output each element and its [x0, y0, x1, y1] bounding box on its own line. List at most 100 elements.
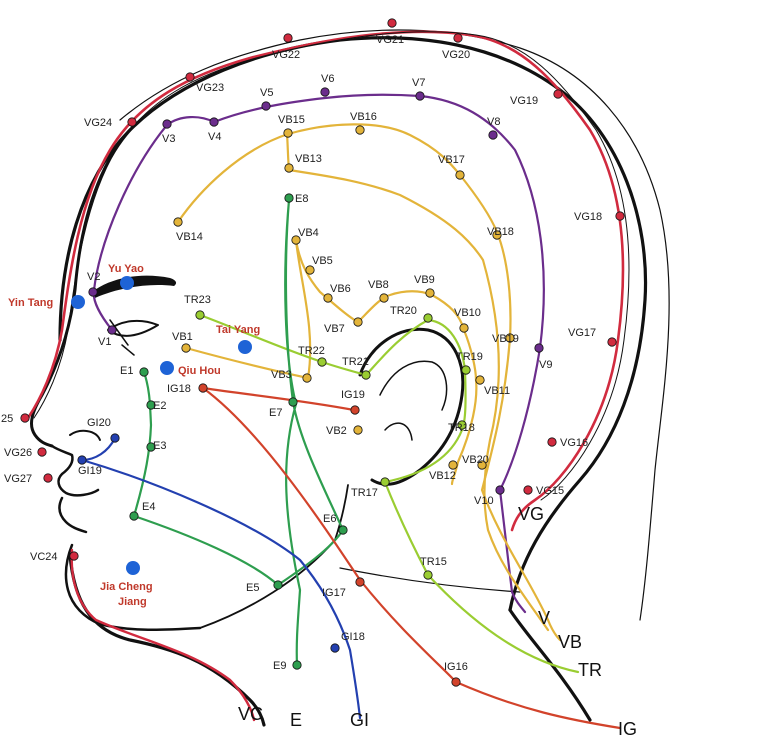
- acupoint-label-vb7: VB7: [324, 323, 345, 335]
- acupoint-label-v4: V4: [208, 131, 221, 143]
- acupoint-v10: V10: [474, 485, 505, 507]
- extra-point-label-yin-tang: Yin Tang: [8, 297, 53, 309]
- acupoint-marker-vb2: [353, 425, 363, 435]
- acupoint-label-ig17: IG17: [322, 587, 346, 599]
- acupoint-vb17: VB17: [438, 154, 465, 180]
- acupoint-vg19: VG19: [510, 89, 563, 107]
- acupoint-marker-tr21: [361, 370, 371, 380]
- meridian-label-gi: GI: [350, 710, 369, 730]
- acupoint-label-vg20: VG20: [442, 49, 470, 61]
- acupoint-label-tr19: TR19: [456, 351, 483, 363]
- vg-meridian-inner: [33, 31, 630, 501]
- acupoint-marker-gi19: [77, 455, 87, 465]
- acupoint-vg18: VG18: [574, 211, 625, 223]
- acupoint-v5: V5: [260, 87, 273, 111]
- acupoint-marker-vb7: [353, 317, 363, 327]
- acupoint-marker-tr20: [423, 313, 433, 323]
- acupoint-marker-vg22: [283, 33, 293, 43]
- acupoint-ig18: IG18: [167, 383, 208, 395]
- acupoint-marker-vg19: [553, 89, 563, 99]
- acupoint-marker-tr19: [461, 365, 471, 375]
- vb-meridian-mid: [285, 131, 550, 632]
- acupoint-label-vb11: VB11: [484, 385, 510, 397]
- acupoint-marker-tr17: [380, 477, 390, 487]
- acupoint-marker-vb15: [283, 128, 293, 138]
- acupoint-marker-v5: [261, 101, 271, 111]
- acupoint-label-vb5: VB5: [312, 255, 333, 267]
- acupoint-marker-gi18: [330, 643, 340, 653]
- meridian-label-e: E: [290, 710, 302, 730]
- acupoint-25: 25: [1, 413, 30, 425]
- acupoint-marker-vg26: [37, 447, 47, 457]
- extra-point-marker-qiu-hou: [160, 361, 174, 375]
- acupoint-marker-ig17: [355, 577, 365, 587]
- acupoint-marker-ig18: [198, 383, 208, 393]
- tr-meridian-line: [198, 313, 580, 674]
- acupoint-tr18: TR18: [448, 420, 475, 434]
- extra-point-label-qiu-hou: Qiu Hou: [178, 365, 221, 377]
- acupoint-label-e8: E8: [295, 193, 308, 205]
- acupoint-label-vb12: VB12: [429, 470, 456, 482]
- extra-point-label-jia-cheng: Jia Cheng: [100, 581, 153, 593]
- acupoint-marker-vb1: [181, 343, 191, 353]
- acupoints-layer: VG15VG16VG17VG18VG19VG20VG21VG22VG23VG24…: [1, 18, 625, 687]
- acupoint-label-v5: V5: [260, 87, 273, 99]
- acupoint-vb6: VB6: [323, 283, 351, 303]
- acupoint-marker-e4: [129, 511, 139, 521]
- acupoint-marker-vb11: [475, 375, 485, 385]
- acupoint-label-vg26: VG26: [4, 447, 32, 459]
- acupoint-vb7: VB7: [324, 317, 363, 335]
- acupoint-label-e1: E1: [120, 365, 133, 377]
- acupoint-marker-v10: [495, 485, 505, 495]
- acupoint-vg20: VG20: [442, 33, 470, 61]
- acupoint-label-ig18: IG18: [167, 383, 191, 395]
- acupoint-label-v7: V7: [412, 77, 425, 89]
- meridian-label-ig: IG: [618, 719, 637, 739]
- acupoint-marker-v9: [534, 343, 544, 353]
- acupoint-vg23: VG23: [185, 72, 224, 94]
- extra-point-label-yu-yao: Yu Yao: [108, 263, 144, 275]
- acupoint-v9: V9: [534, 343, 552, 371]
- acupoint-label-e6: E6: [323, 513, 336, 525]
- extra-point-jia-cheng: Jia Cheng: [100, 561, 153, 593]
- acupoint-marker-vg24: [127, 117, 137, 127]
- acupoint-label-e3: E3: [153, 440, 166, 452]
- acupoint-marker-25: [20, 413, 30, 423]
- nostril: [69, 429, 101, 441]
- eyebrow: [92, 275, 177, 298]
- acupoint-label-v6: V6: [321, 73, 334, 85]
- acupoint-vg16: VG16: [547, 437, 588, 449]
- acupoint-label-vb6: VB6: [330, 283, 351, 295]
- acupoint-tr20: TR20: [390, 305, 433, 323]
- acupoint-label-e2: E2: [153, 400, 166, 412]
- ig-meridian-line: [201, 386, 622, 730]
- acupoint-vb1: VB1: [172, 331, 193, 353]
- acupoint-marker-v7: [415, 91, 425, 101]
- meridian-label-vb: VB: [558, 632, 582, 652]
- acupoint-ig16: IG16: [444, 661, 468, 687]
- acupoint-marker-vb17: [455, 170, 465, 180]
- acupoint-label-vb3: VB3: [271, 369, 292, 381]
- acupoint-marker-vb4: [291, 235, 301, 245]
- acupoint-e4: E4: [129, 501, 155, 521]
- extra-point-marker-tai-yang: [238, 340, 252, 354]
- acupoint-vb18: VB18: [487, 226, 514, 240]
- acupoint-label-v9: V9: [539, 359, 552, 371]
- acupoint-tr23: TR23: [184, 294, 211, 320]
- acupoint-marker-e1: [139, 367, 149, 377]
- acupoint-vb13: VB13: [284, 153, 322, 173]
- acupoint-marker-vg16: [547, 437, 557, 447]
- acupoint-label-tr21: TR21: [342, 356, 369, 368]
- acupoint-gi19: GI19: [77, 455, 102, 477]
- acupoint-tr21: TR21: [342, 356, 371, 380]
- acupoint-label-gi20: GI20: [87, 417, 111, 429]
- extra-point-marker-jia-cheng: [126, 561, 140, 575]
- acupoint-label-vb18: VB18: [487, 226, 514, 238]
- acupoint-e9: E9: [273, 660, 302, 672]
- acupoint-tr15: TR15: [420, 556, 447, 580]
- acupoint-marker-vb9: [425, 288, 435, 298]
- extra-point-marker-yin-tang: [71, 295, 85, 309]
- acupoint-v2: V2: [87, 271, 100, 297]
- acupoint-marker-vb13: [284, 163, 294, 173]
